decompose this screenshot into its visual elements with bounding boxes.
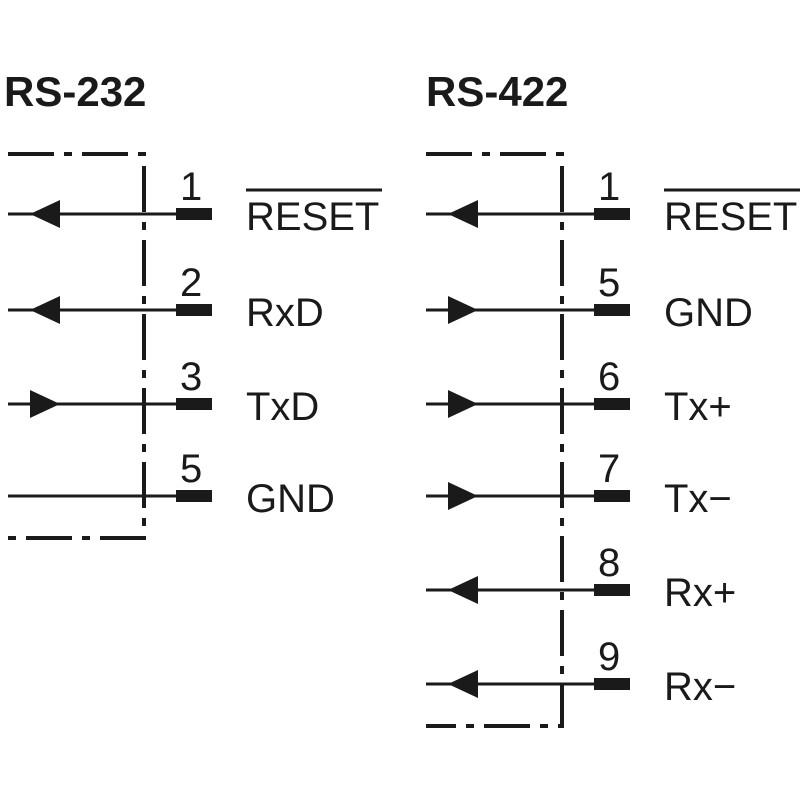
pin-number: 5 [180,447,202,491]
pin-number: 5 [598,261,620,305]
signal-label: Tx+ [664,385,732,429]
pin-number: 7 [598,447,620,491]
pin-contact [594,398,630,410]
pin-contact [176,304,212,316]
signal-label: RESET [664,195,797,239]
pin-number: 1 [598,165,620,209]
signal-label: Rx+ [664,571,736,615]
pin-contact [594,584,630,596]
rs232-housing-outline [8,152,146,540]
signal-label: TxD [246,385,319,429]
pin-row: 8Rx+ [426,541,736,615]
arrow-right-icon [448,482,478,510]
signal-label: RESET [246,195,379,239]
rs422-title: RS-422 [426,68,568,115]
arrow-left-icon [448,200,478,228]
pin-contact [176,490,212,502]
signal-label: Rx− [664,665,736,709]
arrow-right-icon [30,390,60,418]
rs422-housing-outline [426,152,564,728]
arrow-left-icon [448,670,478,698]
arrow-left-icon [448,576,478,604]
pin-row: 9Rx− [426,635,736,709]
pin-number: 2 [180,261,202,305]
pin-row: 7Tx− [426,447,732,521]
pin-row: 6Tx+ [426,355,732,429]
pin-number: 6 [598,355,620,399]
pin-contact [594,678,630,690]
signal-label: GND [246,477,335,521]
signal-label: GND [664,291,753,335]
pin-number: 1 [180,165,202,209]
arrow-right-icon [448,390,478,418]
pin-contact [594,490,630,502]
pin-number: 3 [180,355,202,399]
pin-contact [594,304,630,316]
signal-label: RxD [246,291,324,335]
pin-contact [594,208,630,220]
pin-contact [176,398,212,410]
pin-contact [176,208,212,220]
arrow-left-icon [30,200,60,228]
pin-number: 8 [598,541,620,585]
arrow-left-icon [30,296,60,324]
rs232-title: RS-232 [4,68,146,115]
arrow-right-icon [448,296,478,324]
pin-number: 9 [598,635,620,679]
signal-label: Tx− [664,477,732,521]
